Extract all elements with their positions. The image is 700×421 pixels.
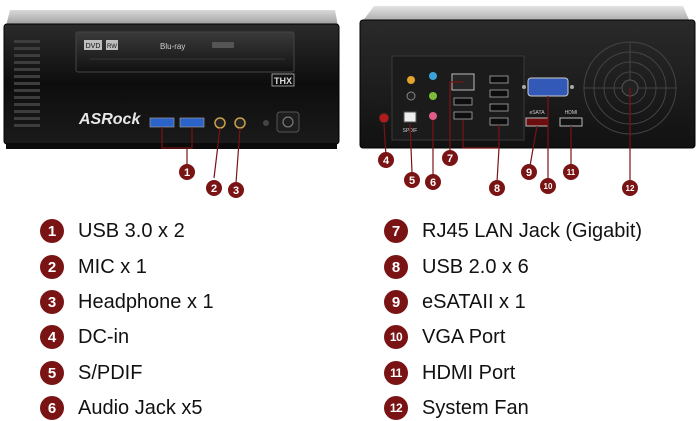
callout-11: 11 bbox=[563, 164, 579, 180]
rear-chassis-top bbox=[362, 6, 690, 22]
callout-1: 1 bbox=[179, 164, 195, 180]
legend-number: 8 bbox=[384, 255, 408, 279]
legend-item-1: 1 USB 3.0 x 2 bbox=[40, 218, 185, 244]
dc-in-port bbox=[378, 112, 390, 124]
legend-label: MIC x 1 bbox=[78, 255, 147, 278]
svg-text:3: 3 bbox=[233, 185, 239, 197]
front-panel-photo: DVD RW Blu-ray ASRock THX bbox=[3, 10, 340, 184]
svg-text:8: 8 bbox=[494, 183, 500, 195]
legend-label: S/PDIF bbox=[78, 361, 143, 384]
svg-text:9: 9 bbox=[526, 167, 532, 179]
callout-8: 8 bbox=[489, 180, 505, 196]
callout-10: 10 bbox=[540, 178, 556, 194]
legend-number: 9 bbox=[384, 290, 408, 314]
callout-2: 2 bbox=[206, 180, 222, 196]
legend-item-5: 5 S/PDIF bbox=[40, 360, 142, 386]
svg-text:1: 1 bbox=[184, 167, 190, 179]
power-button bbox=[276, 111, 300, 133]
brand-logo: ASRock bbox=[78, 111, 141, 128]
svg-text:7: 7 bbox=[447, 153, 453, 165]
legend-item-10: 10 VGA Port bbox=[384, 324, 505, 350]
thx-badge: THX bbox=[274, 76, 292, 86]
dvd-logo: DVD bbox=[86, 43, 101, 50]
callout-7: 7 bbox=[442, 150, 458, 166]
legend-item-11: 11 HDMI Port bbox=[384, 360, 515, 386]
legend-item-3: 3 Headphone x 1 bbox=[40, 289, 214, 315]
optical-drive bbox=[75, 31, 295, 73]
legend-label: RJ45 LAN Jack (Gigabit) bbox=[422, 219, 643, 242]
callout-5: 5 bbox=[404, 172, 420, 188]
front-callouts: 1 2 3 bbox=[179, 164, 244, 198]
legend-label: Audio Jack x5 bbox=[78, 396, 203, 419]
svg-text:11: 11 bbox=[567, 168, 576, 177]
legend-label: DC-in bbox=[78, 325, 130, 348]
svg-text:5: 5 bbox=[409, 175, 415, 187]
legend-item-7: 7 RJ45 LAN Jack (Gigabit) bbox=[384, 218, 642, 244]
legend-number: 11 bbox=[384, 361, 408, 385]
svg-text:12: 12 bbox=[626, 184, 635, 193]
legend-item-8: 8 USB 2.0 x 6 bbox=[384, 254, 529, 280]
legend-number: 6 bbox=[40, 396, 64, 420]
legend-item-4: 4 DC-in bbox=[40, 324, 129, 350]
svg-text:2: 2 bbox=[211, 183, 217, 195]
legend-number: 5 bbox=[40, 361, 64, 385]
legend-number: 1 bbox=[40, 219, 64, 243]
front-vent bbox=[14, 40, 40, 127]
usb2-ports bbox=[453, 75, 509, 126]
legend-number: 2 bbox=[40, 255, 64, 279]
legend-number: 3 bbox=[40, 290, 64, 314]
callout-12: 12 bbox=[622, 180, 638, 196]
callout-4: 4 bbox=[378, 152, 394, 168]
legend-label: VGA Port bbox=[422, 325, 506, 348]
legend-label: USB 2.0 x 6 bbox=[422, 255, 529, 278]
legend-item-6: 6 Audio Jack x5 bbox=[40, 395, 203, 421]
legend-label: System Fan bbox=[422, 396, 529, 419]
hdmi-label: HDMI bbox=[565, 110, 578, 116]
spdif-port bbox=[403, 111, 417, 123]
legend-label: HDMI Port bbox=[422, 361, 516, 384]
legend-item-9: 9 eSATAII x 1 bbox=[384, 289, 526, 315]
rear-callout-lines bbox=[383, 81, 631, 183]
legend-number: 10 bbox=[384, 325, 408, 349]
legend-number: 7 bbox=[384, 219, 408, 243]
chassis-top bbox=[6, 10, 338, 26]
callout-6: 6 bbox=[425, 174, 441, 190]
rw-logo: RW bbox=[107, 44, 117, 50]
legend-item-2: 2 MIC x 1 bbox=[40, 254, 147, 280]
bluray-logo: Blu-ray bbox=[160, 42, 185, 51]
rear-panel-photo: SPDIF eSATA HDMI bbox=[359, 6, 696, 196]
svg-text:6: 6 bbox=[430, 177, 436, 189]
svg-text:4: 4 bbox=[383, 155, 390, 167]
svg-text:10: 10 bbox=[544, 182, 553, 191]
legend-number: 4 bbox=[40, 325, 64, 349]
callout-3: 3 bbox=[228, 182, 244, 198]
legend-item-12: 12 System Fan bbox=[384, 395, 529, 421]
legend-label: USB 3.0 x 2 bbox=[78, 219, 185, 242]
callout-9: 9 bbox=[521, 164, 537, 180]
legend-label: Headphone x 1 bbox=[78, 290, 214, 313]
esata-label: eSATA bbox=[529, 110, 545, 116]
legend-number: 12 bbox=[384, 396, 408, 420]
legend-label: eSATAII x 1 bbox=[422, 290, 526, 313]
